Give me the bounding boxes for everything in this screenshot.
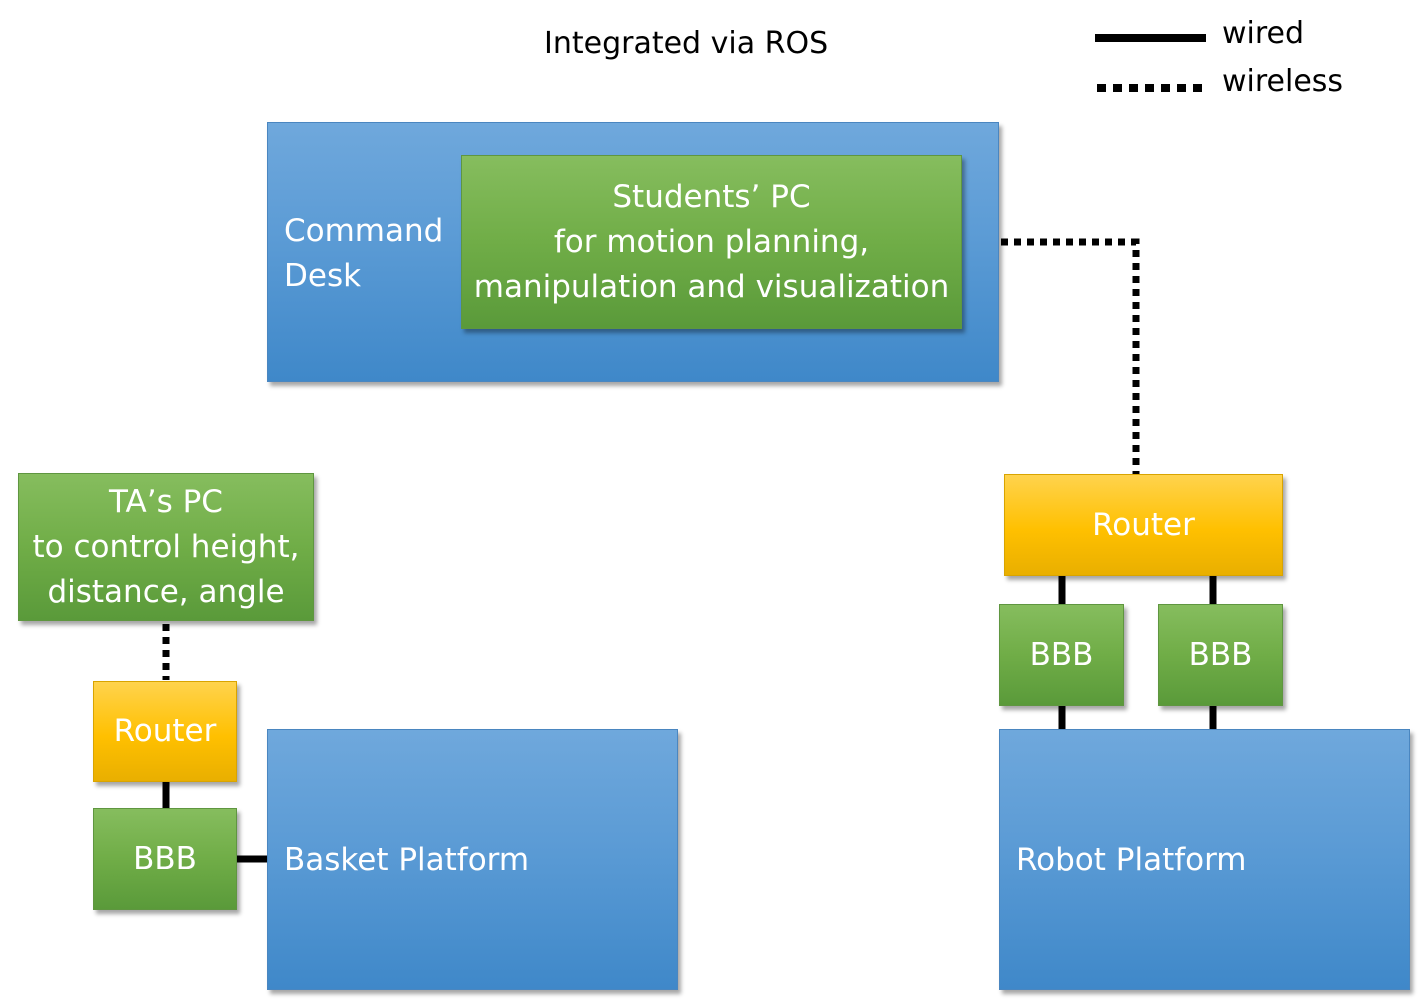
- basket-platform-box: Basket Platform: [267, 729, 678, 990]
- robot-platform-box: Robot Platform: [999, 729, 1410, 990]
- right-bbb-1-label: BBB: [1029, 636, 1094, 673]
- legend-wired-label: wired: [1222, 16, 1305, 51]
- left-bbb-label: BBB: [133, 840, 197, 877]
- left-router-box: Router: [93, 681, 237, 782]
- basket-platform-label: Basket Platform: [284, 842, 530, 878]
- right-bbb-2-label: BBB: [1188, 636, 1253, 673]
- right-router-label: Router: [1092, 506, 1195, 543]
- left-bbb-box: BBB: [93, 808, 237, 910]
- command-desk-label: Command Desk: [284, 213, 444, 294]
- wireless-link-students-pc-router: [962, 238, 1140, 474]
- right-bbb-2-box: BBB: [1158, 604, 1283, 706]
- students-pc-label: Students’ PC for motion planning, manipu…: [473, 178, 950, 305]
- ta-pc-box: TA’s PC to control height, distance, ang…: [18, 473, 314, 621]
- students-pc-box: Students’ PC for motion planning, manipu…: [461, 155, 962, 329]
- legend-wireless-label: wireless: [1222, 64, 1344, 99]
- ta-pc-label: TA’s PC to control height, distance, ang…: [32, 483, 300, 610]
- left-router-label: Router: [113, 713, 217, 749]
- right-bbb-1-box: BBB: [999, 604, 1124, 706]
- right-router-box: Router: [1004, 474, 1283, 576]
- robot-platform-label: Robot Platform: [1016, 842, 1247, 878]
- diagram-title: Integrated via ROS: [544, 26, 829, 61]
